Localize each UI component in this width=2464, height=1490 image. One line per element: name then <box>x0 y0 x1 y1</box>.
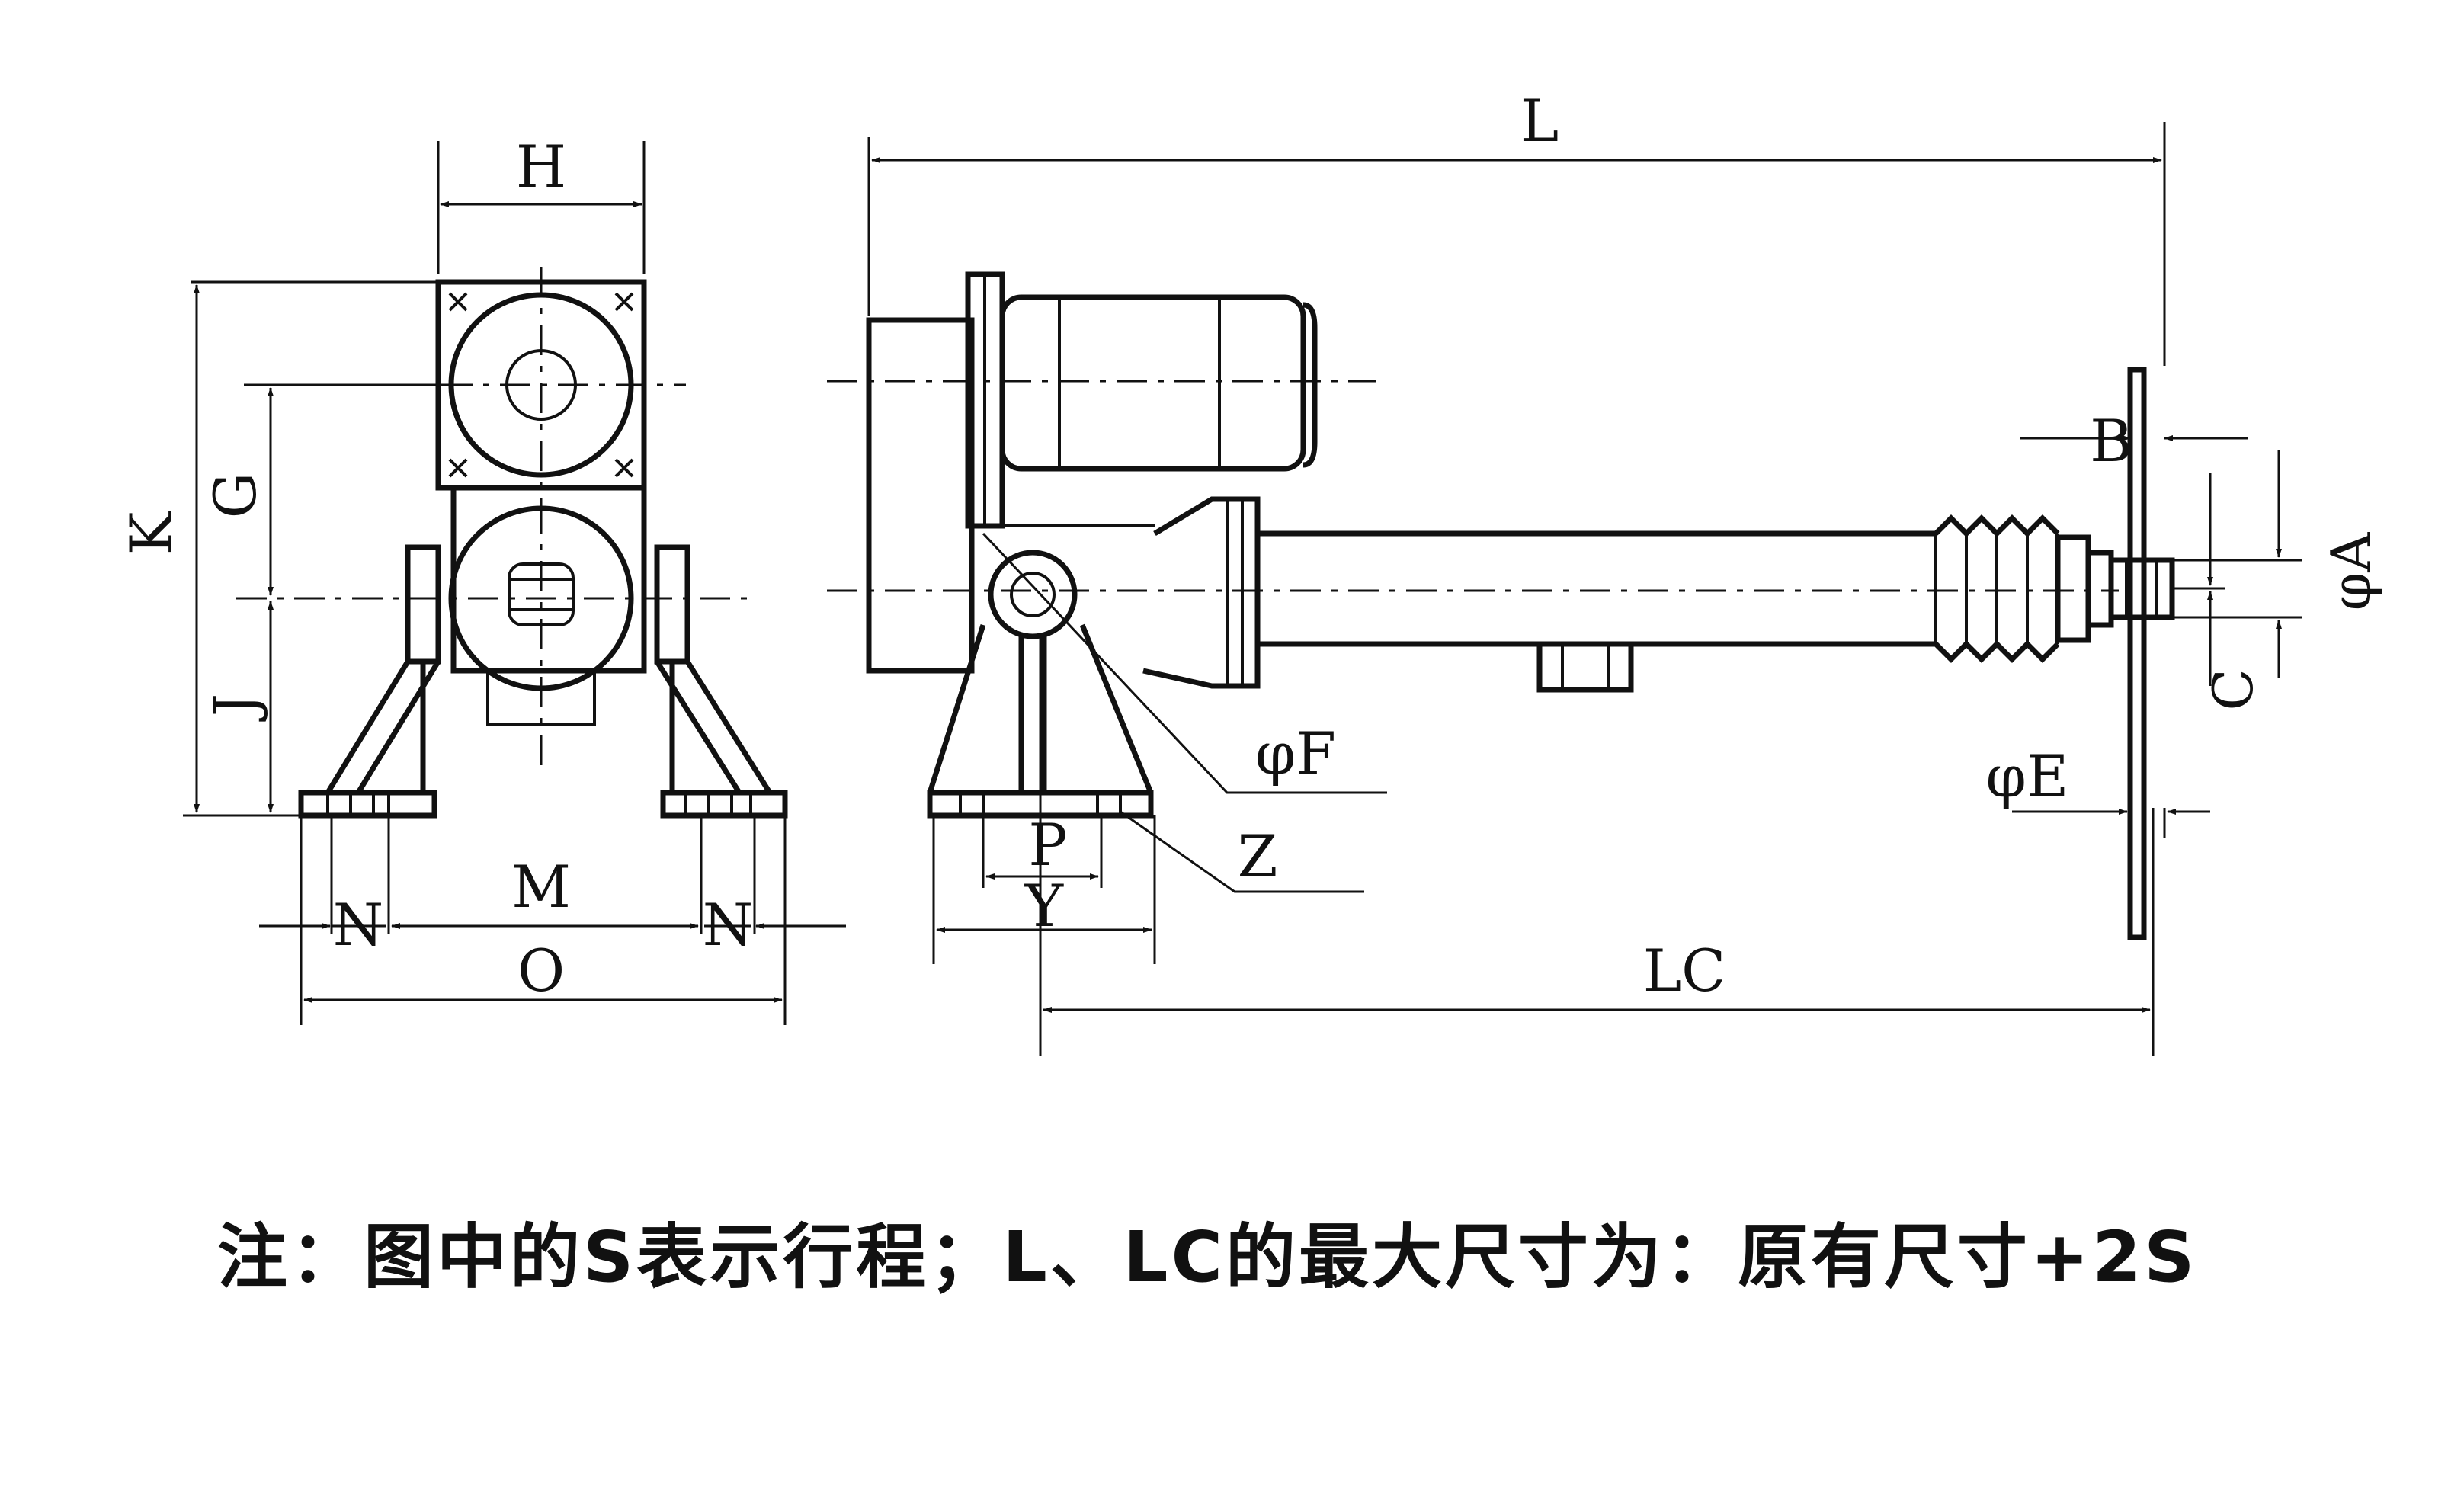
label-B: B <box>2090 407 2132 475</box>
right-base-plate <box>660 790 788 819</box>
corner-bolt-marks <box>448 292 634 478</box>
label-L: L <box>1520 87 1559 155</box>
trunnion-boss <box>988 550 1078 639</box>
left-bracket <box>325 660 441 794</box>
left-base-plate <box>298 790 437 819</box>
label-J: J <box>201 694 269 722</box>
end-collar <box>2055 534 2091 643</box>
label-H: H <box>516 133 566 200</box>
label-N-right: N <box>703 891 754 959</box>
right-trunnion <box>654 544 690 665</box>
leader-phiF <box>982 532 1387 794</box>
label-C: C <box>2201 668 2265 710</box>
trunnion-hole-phiF <box>1010 572 1056 617</box>
actuator-tube <box>1258 530 1936 647</box>
label-N-left: N <box>333 891 384 959</box>
front-center-lines <box>236 267 755 774</box>
label-phiA: φA <box>2319 532 2383 610</box>
label-O: O <box>517 937 565 1005</box>
label-P: P <box>1028 811 1067 879</box>
label-M: M <box>511 853 571 921</box>
label-G: G <box>201 473 269 519</box>
leader-Z <box>1120 810 1364 893</box>
motor-body <box>999 294 1306 472</box>
label-K: K <box>117 511 185 555</box>
left-trunnion <box>405 544 441 665</box>
label-phiE: φE <box>1986 742 2069 810</box>
label-phiF: φF <box>1255 719 1336 787</box>
label-Y: Y <box>1024 872 1064 940</box>
label-Z: Z <box>1238 822 1278 890</box>
side-bracket <box>927 623 1154 794</box>
footnote: 注：图中的S表示行程；L、LC的最大尺寸为：原有尺寸+2S <box>217 1216 2198 1298</box>
label-LC: LC <box>1643 937 1726 1005</box>
side-gearbox-body <box>866 317 975 674</box>
right-bracket <box>655 660 772 794</box>
tube-nut <box>1536 641 1634 693</box>
drive-nose <box>1142 496 1261 689</box>
front-view <box>183 141 846 1025</box>
side-view <box>827 122 2302 1056</box>
clevis-pin-plate <box>2127 367 2147 940</box>
